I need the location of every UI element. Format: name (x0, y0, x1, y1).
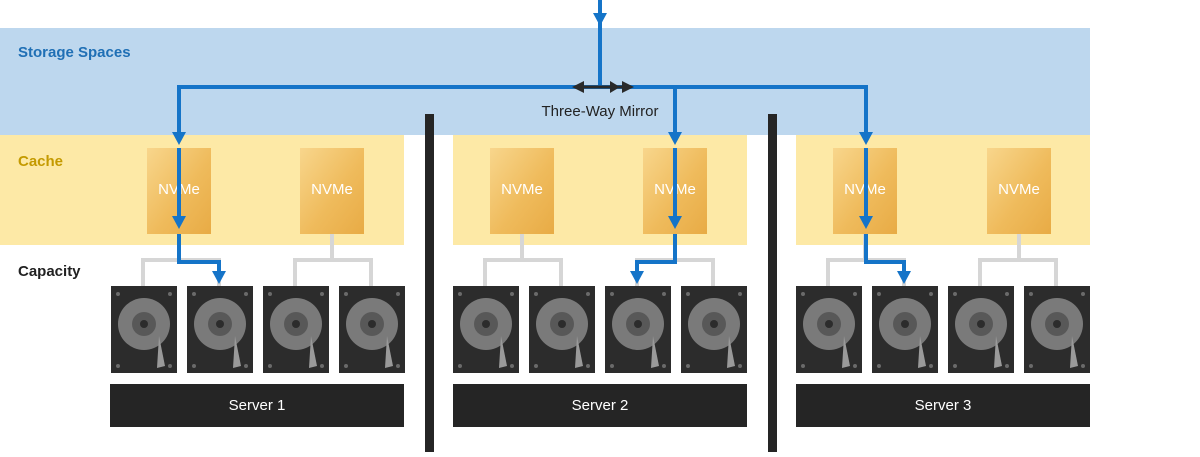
server-divider-1 (425, 114, 434, 452)
server-2: Server 2 (453, 384, 747, 427)
nvme-label: NVMe (998, 181, 1040, 198)
nvme-drive: NVMe (987, 148, 1051, 234)
nvme-label: NVMe (501, 181, 543, 198)
write-path-arrows (177, 0, 906, 274)
storage-spaces-band (0, 28, 1090, 135)
nvme-drive: NVMe (490, 148, 554, 234)
arrow-heads (172, 13, 911, 284)
nvme-label: NVMe (311, 181, 353, 198)
mirror-double-arrow-icon (572, 81, 634, 93)
disk-platters (116, 292, 1085, 368)
three-way-mirror-label: Three-Way Mirror (541, 103, 659, 120)
storage-spaces-label: Storage Spaces (18, 44, 131, 61)
cache-label: Cache (18, 153, 64, 170)
capacity-label: Capacity (18, 263, 81, 280)
server-1: Server 1 (110, 384, 404, 427)
server-divider-2 (768, 114, 777, 452)
nvme-drive: NVMe (300, 148, 364, 234)
server-3: Server 3 (796, 384, 1090, 427)
